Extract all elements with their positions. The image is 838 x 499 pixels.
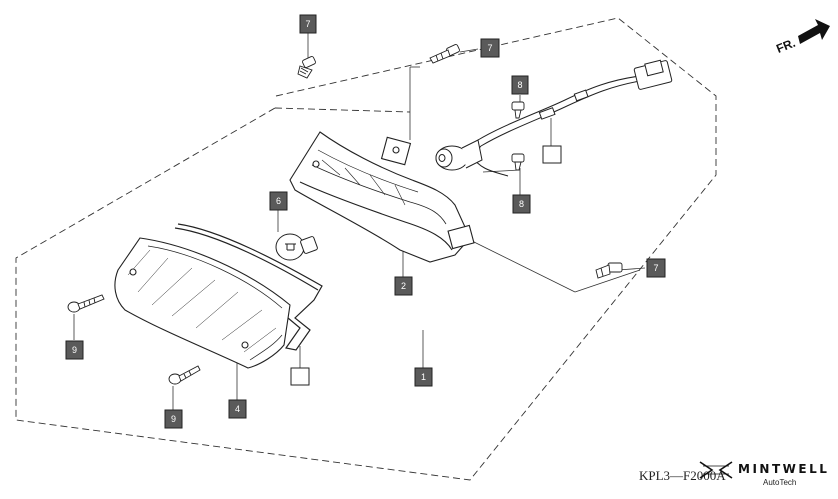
lamp-housing bbox=[289, 131, 475, 263]
brand-logo: MINTWELL AutoTech bbox=[699, 461, 829, 487]
tail-lens bbox=[114, 237, 291, 369]
empty-callout-box bbox=[542, 145, 562, 164]
wire-bracket bbox=[174, 223, 323, 351]
brand-name: MINTWELL bbox=[738, 462, 829, 476]
front-label: FR. bbox=[774, 36, 797, 56]
leader-lines bbox=[73, 33, 646, 410]
callout-6: 6 bbox=[269, 191, 288, 211]
svg-text:6: 6 bbox=[276, 196, 281, 206]
callout-4: 4 bbox=[228, 399, 247, 419]
bulb-icon bbox=[275, 233, 318, 261]
callout-7-right: 7 bbox=[646, 258, 666, 278]
svg-text:1: 1 bbox=[421, 372, 426, 382]
svg-text:8: 8 bbox=[517, 80, 522, 90]
svg-text:9: 9 bbox=[171, 414, 176, 424]
brand-sub: AutoTech bbox=[763, 478, 796, 487]
callout-9-left: 9 bbox=[65, 340, 84, 360]
drawing-code: KPL3—F2000A bbox=[639, 468, 726, 483]
tapping-screw-icon bbox=[67, 294, 105, 313]
callout-7-top: 7 bbox=[299, 14, 317, 34]
svg-text:4: 4 bbox=[235, 404, 240, 414]
svg-text:7: 7 bbox=[305, 19, 310, 29]
screw-icon bbox=[511, 101, 525, 119]
bulb-socket bbox=[435, 139, 483, 171]
callout-2: 2 bbox=[394, 276, 413, 296]
callout-7-right-top: 7 bbox=[480, 38, 500, 58]
svg-text:9: 9 bbox=[72, 345, 77, 355]
tapping-screw-icon bbox=[168, 365, 201, 385]
svg-text:7: 7 bbox=[653, 263, 658, 273]
empty-callout-box bbox=[290, 367, 310, 386]
screw-icon bbox=[429, 44, 460, 64]
callout-8-bottom: 8 bbox=[512, 194, 531, 214]
assembly-boundary bbox=[15, 17, 717, 481]
callout-1: 1 bbox=[414, 367, 433, 387]
svg-text:8: 8 bbox=[519, 199, 524, 209]
screw-icon bbox=[511, 153, 525, 171]
svg-text:7: 7 bbox=[487, 43, 492, 53]
svg-text:2: 2 bbox=[401, 281, 406, 291]
callout-9-bottom: 9 bbox=[164, 409, 183, 429]
screw-icon bbox=[297, 56, 316, 79]
screw-icon bbox=[595, 262, 623, 279]
wiring-harness bbox=[469, 59, 673, 177]
front-arrow-icon: FR. bbox=[774, 19, 830, 56]
callout-8-top: 8 bbox=[511, 75, 529, 95]
